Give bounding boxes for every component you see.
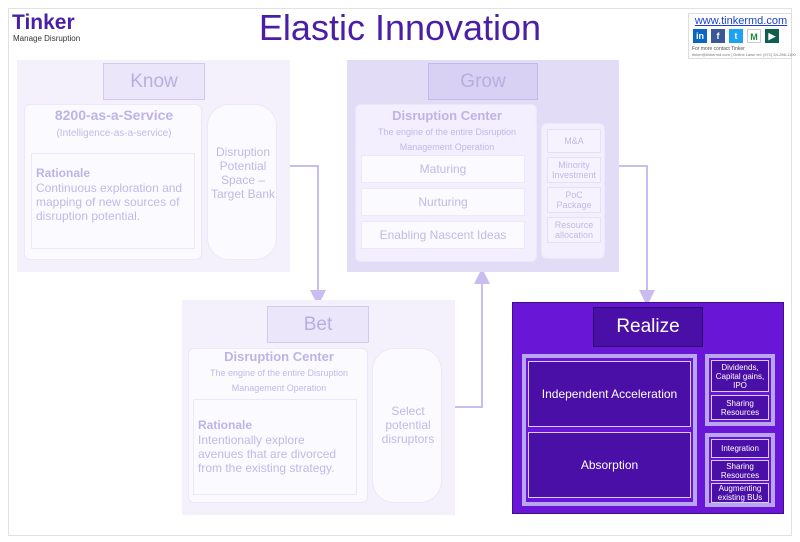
realize-dividends: Dividends, Capital gains, IPO — [711, 360, 769, 392]
grow-center-subtitle: The engine of the entire Disruption Mana… — [377, 127, 517, 152]
bet-rationale-label: Rationale — [198, 418, 253, 432]
know-header: Know — [103, 63, 205, 100]
slide-frame — [8, 8, 792, 536]
grow-center-title: Disruption Center — [392, 108, 502, 123]
contact-box: www.tinkermd.com in f t M ▶ For more con… — [688, 13, 796, 59]
arrow-bet-to-grow — [455, 268, 490, 408]
realize-panel: Realize Independent Acceleration Absorpt… — [512, 302, 784, 514]
grow-stage-enabling: Enabling Nascent Ideas — [361, 221, 525, 249]
grow-option-poc: PoC Package — [547, 187, 601, 213]
brand-tagline: Manage Disruption — [13, 34, 81, 43]
know-side-label: Disruption Potential Space – Target Bank — [210, 145, 276, 201]
grow-header: Grow — [428, 63, 538, 100]
bet-center-title: Disruption Center — [224, 349, 334, 364]
linkedin-icon[interactable]: in — [693, 29, 707, 43]
know-rationale-box: Rationale Continuous exploration and map… — [31, 153, 195, 249]
brand-logo: Tinker — [12, 11, 75, 34]
realize-integration: Integration — [711, 439, 769, 458]
know-card-title: 8200-as-a-Service — [54, 107, 174, 123]
arrow-grow-to-realize — [618, 165, 655, 306]
bet-rationale-box: Rationale Intentionally explore avenues … — [193, 399, 357, 495]
grow-option-minority: Minority Investment — [547, 157, 601, 183]
bet-center-subtitle: The engine of the entire Disruption Mana… — [209, 368, 349, 393]
realize-absorption: Absorption — [528, 432, 691, 498]
facebook-icon[interactable]: f — [711, 29, 725, 43]
know-card-subtitle: (Intelligence-as-a-service) — [56, 128, 172, 139]
realize-sharing-bottom: Sharing Resources — [711, 460, 769, 481]
know-rationale-label: Rationale — [36, 166, 91, 180]
know-service-card: 8200-as-a-Service (Intelligence-as-a-ser… — [24, 104, 202, 260]
bet-panel: Bet Disruption Center The engine of the … — [182, 300, 455, 515]
grow-option-mna: M&A — [547, 129, 601, 153]
grow-stage-nurturing: Nurturing — [361, 188, 525, 216]
realize-header: Realize — [593, 307, 703, 347]
bet-side-label: Select potential disruptors — [381, 404, 435, 446]
grow-center-card: Disruption Center The engine of the enti… — [355, 104, 537, 262]
grow-stage-maturing: Maturing — [361, 155, 525, 183]
grow-side-card: M&A Minority Investment PoC Package Reso… — [541, 123, 605, 259]
bet-rationale-text: Intentionally explore avenues that are d… — [198, 433, 337, 475]
contact-note: For more contact Tinker — [692, 46, 745, 52]
grow-panel: Grow Disruption Center The engine of the… — [347, 60, 619, 272]
medium-icon[interactable]: M — [747, 29, 761, 43]
know-side-card: Disruption Potential Space – Target Bank — [207, 104, 277, 260]
know-rationale-text: Continuous exploration and mapping of ne… — [36, 181, 183, 223]
realize-side-top: Dividends, Capital gains, IPO Sharing Re… — [705, 354, 775, 426]
realize-independent-acceleration: Independent Acceleration — [528, 361, 691, 427]
know-panel: Know 8200-as-a-Service (Intelligence-as-… — [17, 60, 290, 272]
bet-center-card: Disruption Center The engine of the enti… — [188, 348, 368, 503]
realize-augmenting: Augmenting existing BUs — [711, 483, 769, 503]
grow-option-resource: Resource allocation — [547, 217, 601, 243]
page-title: Elastic Innovation — [258, 7, 542, 48]
bet-side-card: Select potential disruptors — [372, 348, 442, 503]
twitter-icon[interactable]: t — [729, 29, 743, 43]
contact-line: tinker@tinkermd.com | Online Lawn tel: (… — [692, 52, 796, 57]
realize-side-bottom: Integration Sharing Resources Augmenting… — [705, 433, 775, 507]
realize-main-group: Independent Acceleration Absorption — [522, 354, 697, 506]
bet-header: Bet — [267, 306, 369, 343]
arrow-know-to-bet — [278, 165, 326, 306]
realize-sharing-top: Sharing Resources — [711, 395, 769, 420]
slides-icon[interactable]: ▶ — [765, 29, 779, 43]
website-link[interactable]: www.tinkermd.com — [694, 15, 788, 27]
